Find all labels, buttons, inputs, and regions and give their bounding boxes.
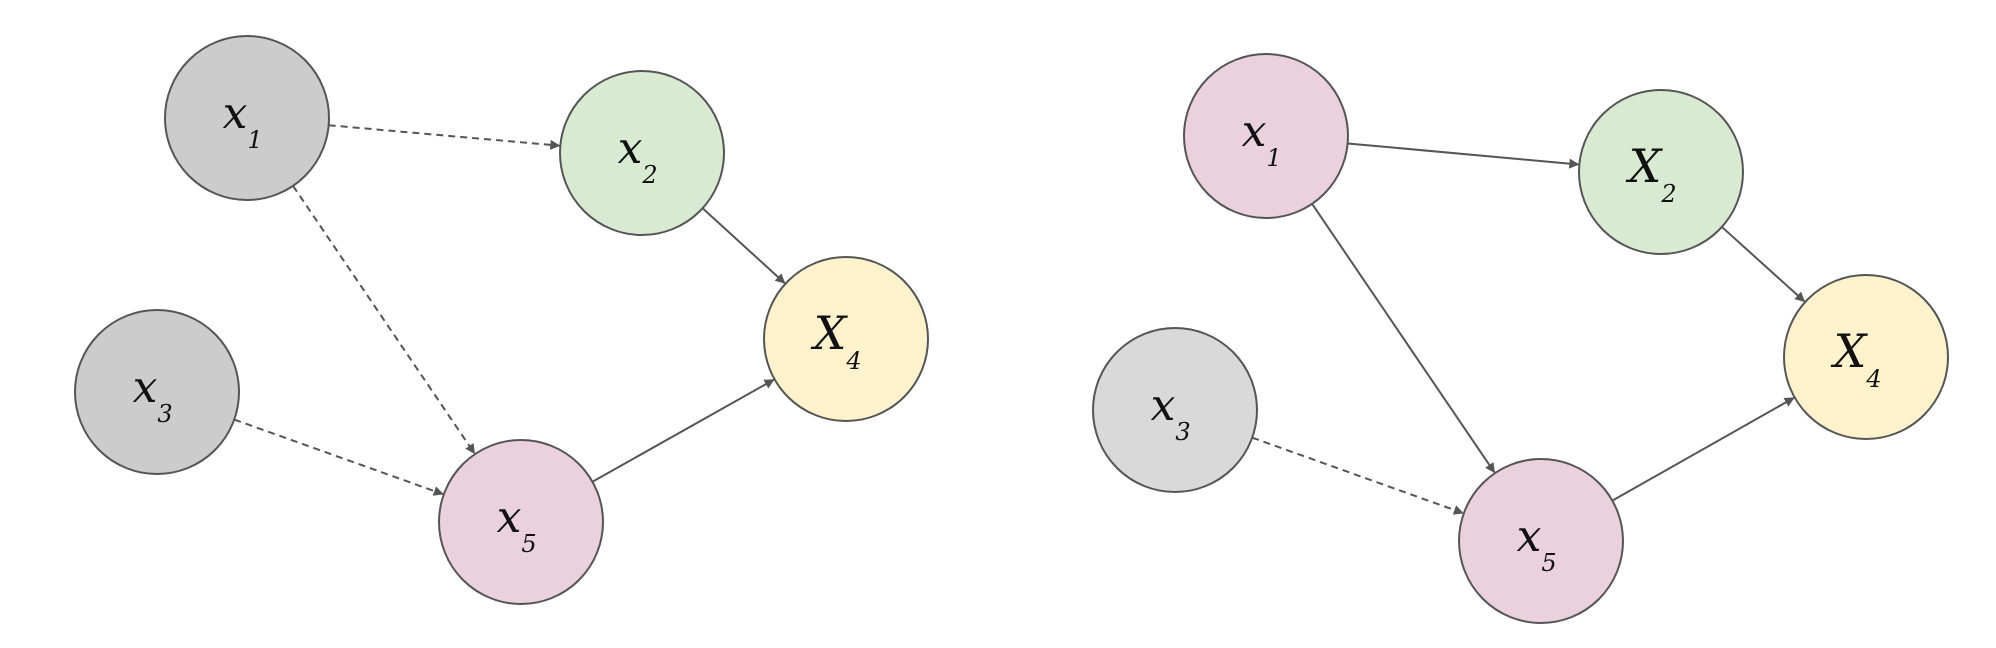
node-x1-circle — [1183, 53, 1349, 219]
node-x1-circle — [164, 35, 330, 201]
node-x4-label: X — [1831, 324, 1869, 378]
node-x4-subscript: 4 — [1865, 365, 1881, 393]
node-x2-subscript: 2 — [1660, 180, 1676, 208]
node-x5-circle — [438, 439, 604, 605]
node-x4-circle — [763, 256, 929, 422]
edge-x5-to-x4-solid — [591, 378, 775, 483]
node-x5-label: x — [497, 492, 522, 543]
node-x1: x1 — [1183, 53, 1349, 219]
node-x3-subscript: 3 — [1175, 418, 1190, 446]
node-x3-circle — [74, 309, 240, 475]
edge-x5-to-x4-solid — [1611, 397, 1795, 502]
node-x4: X4 — [1783, 274, 1949, 440]
node-x2: X2 — [1578, 89, 1744, 255]
edge-x1-to-x2-solid — [1347, 142, 1580, 169]
node-x4-subscript: 4 — [845, 347, 861, 375]
node-x4: X4 — [763, 256, 929, 422]
node-x3: x3 — [74, 309, 240, 475]
node-x2-circle — [559, 70, 725, 236]
node-x2: x2 — [559, 70, 725, 236]
node-x2-circle — [1578, 89, 1744, 255]
node-x1-subscript: 1 — [247, 126, 262, 154]
node-x5-subscript: 5 — [1541, 549, 1556, 577]
node-x3: x3 — [1092, 327, 1258, 493]
node-x1: x1 — [164, 35, 330, 201]
edge-x1-to-x5-dashed — [292, 185, 476, 455]
node-x2-label: x — [618, 123, 643, 174]
node-x3-label: x — [1151, 380, 1176, 431]
node-x3-circle — [1092, 327, 1258, 493]
edge-x2-to-x4-solid — [1721, 226, 1806, 303]
node-x3-label: x — [133, 362, 158, 413]
node-x5: x5 — [438, 439, 604, 605]
node-x4-circle — [1783, 274, 1949, 440]
node-x2-subscript: 2 — [641, 161, 657, 189]
node-x1-label: x — [223, 88, 248, 139]
edge-x1-to-x5-solid — [1311, 203, 1496, 474]
node-x5-label: x — [1517, 511, 1542, 562]
edge-x2-to-x4-solid — [701, 207, 786, 284]
node-x2-label: X — [1626, 139, 1664, 193]
node-x3-subscript: 3 — [157, 400, 172, 428]
edge-x3-to-x5-dashed — [1251, 436, 1464, 515]
node-x1-subscript: 1 — [1266, 144, 1281, 172]
node-x5-circle — [1458, 458, 1624, 624]
node-x1-label: x — [1242, 106, 1267, 157]
edge-x3-to-x5-dashed — [233, 418, 444, 496]
node-x5: x5 — [1458, 458, 1624, 624]
node-x5-subscript: 5 — [521, 530, 536, 558]
node-x4-label: X — [811, 306, 849, 360]
edge-x1-to-x2-dashed — [328, 124, 561, 150]
